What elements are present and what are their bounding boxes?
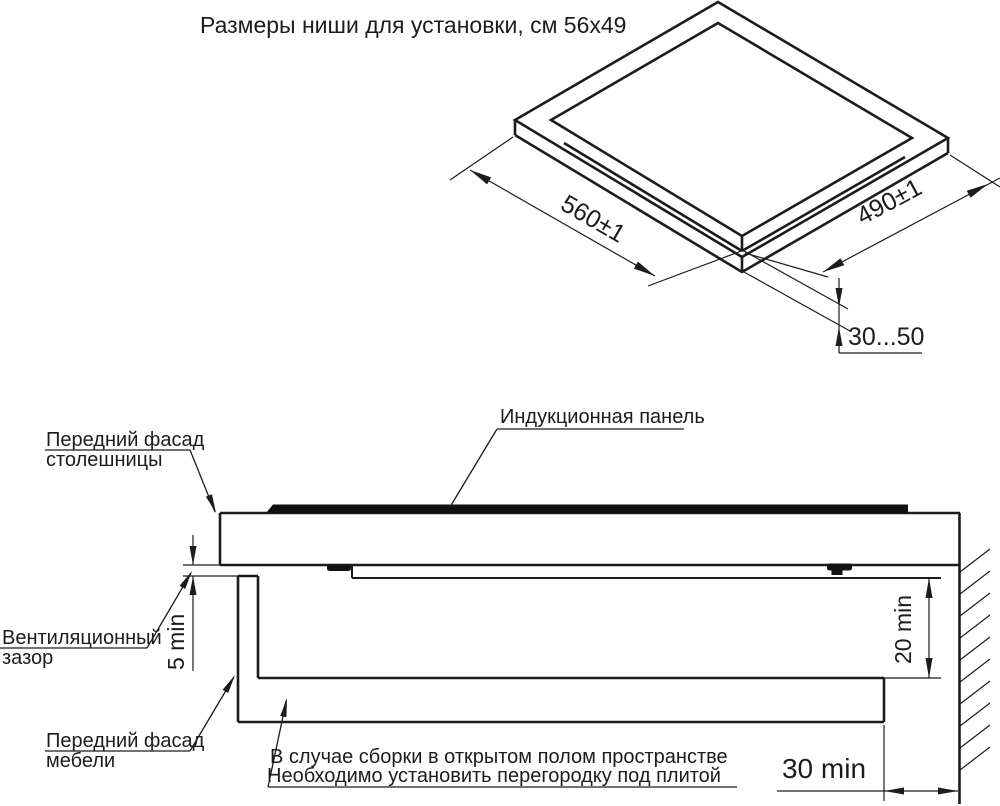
dimension-wall-gap-30min [777,725,958,801]
extension-lines [743,250,851,332]
arrowhead [189,546,197,565]
label-induction-panel: Индукционная панель [500,406,705,428]
dim-label-20min: 20 min [890,595,916,664]
arrowhead [966,184,988,198]
iso-niche-frame [512,0,951,274]
dimension-width-560 [449,136,745,287]
extension-lines [183,564,239,577]
leader-furniture-front [45,675,235,752]
leader-induction-panel [449,428,684,508]
dim-label-30min: 30 min [782,753,866,784]
dim-label-5min: 5 min [163,614,189,670]
extension-lines [744,154,1000,278]
label-worktop-front-line2: столешницы [46,449,163,471]
frame-inner-wall-edges [563,141,906,253]
dimension-depth-490 [744,154,1000,278]
label-furniture-front-line1: Передний фасад [46,730,205,752]
page-title: Размеры ниши для установки, см 56x49 [200,12,626,38]
dimension-line [469,169,656,277]
mounting-clip-left [327,564,351,571]
label-furniture-front-line2: мебели [46,750,115,772]
label-worktop-front-line1: Передний фасад [46,429,205,451]
arrowhead [835,327,843,346]
dimension-thickness-3050 [743,250,922,354]
arrowhead [925,658,933,678]
note-line2: Необходимо установить перегородку под пл… [267,765,721,787]
dimension-vent-gap-5min [183,535,239,671]
frame-lower-outline [514,133,949,274]
arrowhead [884,787,904,795]
extension-lines [449,136,745,287]
arrowhead [205,494,216,513]
leader-vent-gap [0,571,192,649]
mounting-clip-right-stem [831,569,843,575]
wall-hatching [959,548,991,771]
mounting-clip-right [827,563,852,571]
arrowhead [189,576,197,595]
section-view [218,504,991,804]
leader-worktop-front [45,449,216,513]
note-line1: В случае сборки в открытом полом простра… [270,746,728,768]
countertop-outline [218,511,960,567]
frame-corner-verticals [513,120,950,272]
arrowhead [938,787,958,795]
label-vent-gap-line2: зазор [2,647,53,669]
arrowhead [222,675,235,693]
furniture-facade-outline [236,574,260,722]
arrowhead [835,288,843,307]
dimension-rear-gap-20min [884,578,941,679]
arrowhead [280,698,287,718]
label-vent-gap-line1: Вентиляционный [2,627,162,649]
partition-shelf-outline [238,676,886,724]
arrowhead [470,170,492,185]
arrowhead [179,571,192,589]
arrowhead [633,261,655,276]
leader-note-partition [267,698,737,788]
arrowhead [925,578,933,598]
dim-label-30-50: 30...50 [848,323,924,351]
arrowhead [823,258,845,272]
induction-panel-glass [266,504,908,513]
hob-body-outline [351,566,941,579]
